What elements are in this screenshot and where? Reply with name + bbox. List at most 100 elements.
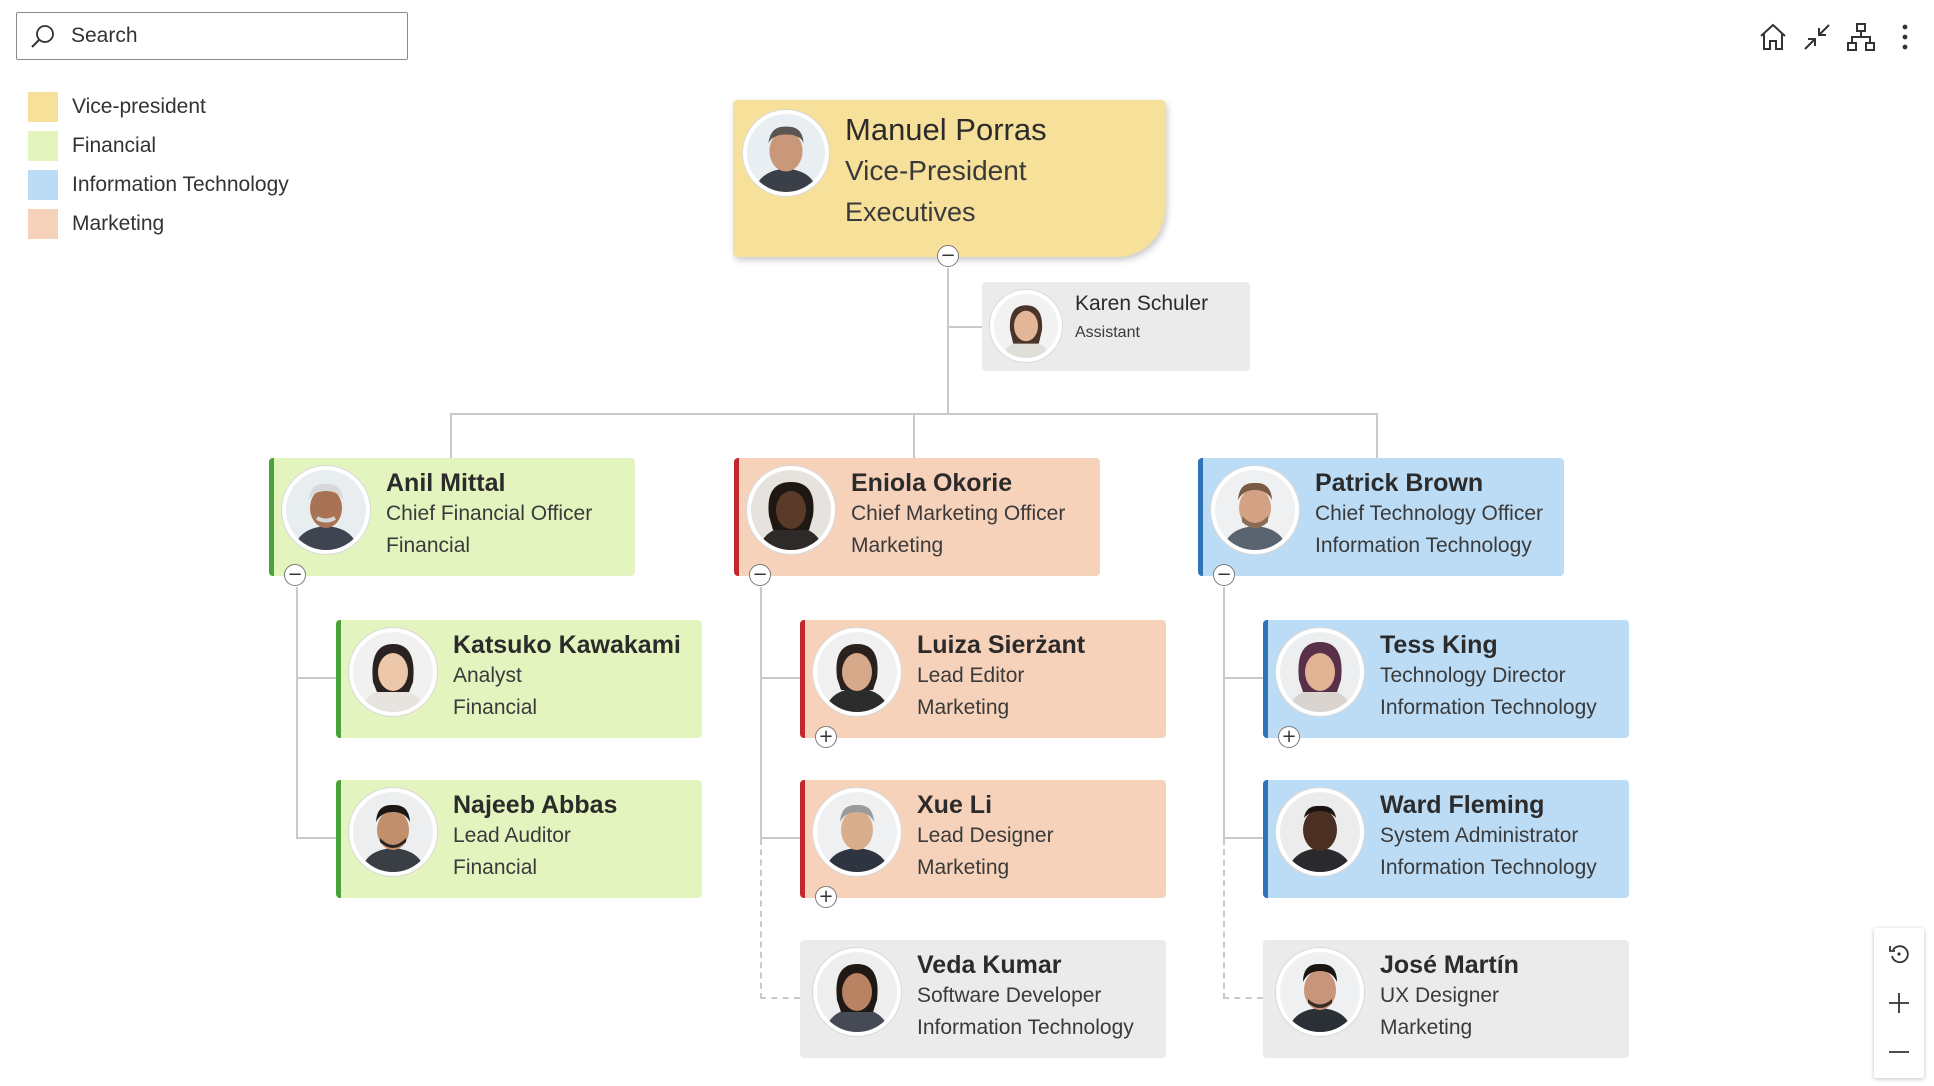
person-name: Xue Li [917,791,993,819]
person-title: Chief Marketing Officer [851,502,1066,525]
person-name: Tess King [1380,631,1498,659]
avatar [747,466,835,554]
node-najeeb-abbas[interactable]: Najeeb Abbas Lead Auditor Financial [336,780,702,898]
node-text: Xue Li Lead Designer Marketing [917,790,1054,884]
home-button[interactable] [1754,18,1792,56]
collapse-toggle[interactable]: − [1213,564,1235,586]
person-name: Manuel Porras [845,112,1047,147]
node-text: Manuel Porras Vice-President Executives [845,110,1047,232]
connector [296,837,336,839]
collapse-toggle[interactable]: − [749,564,771,586]
node-jose-martin[interactable]: José Martín UX Designer Marketing [1263,940,1629,1058]
expand-toggle[interactable]: + [815,726,837,748]
person-name: Anil Mittal [386,469,506,497]
connector [1223,837,1263,839]
node-katsuko-kawakami[interactable]: Katsuko Kawakami Analyst Financial [336,620,702,738]
avatar [1276,788,1364,876]
person-name: Najeeb Abbas [453,791,618,819]
legend-item-vice-president: Vice-president [28,91,206,123]
person-title: Lead Editor [917,664,1025,687]
connector [450,413,452,458]
node-anil-mittal[interactable]: Anil Mittal Chief Financial Officer Fina… [269,458,635,576]
toggle-glyph: − [940,245,956,266]
legend-label: Marketing [72,212,165,235]
person-title: UX Designer [1380,984,1500,1007]
connector [760,997,800,999]
connector [1376,413,1378,458]
legend-label: Financial [72,134,157,157]
connector [947,326,982,328]
toggle-glyph: − [287,564,303,585]
node-luiza-sierzant[interactable]: Luiza Sierżant Lead Editor Marketing [800,620,1166,738]
person-name: Ward Fleming [1380,791,1545,819]
person-title: Chief Financial Officer [386,502,593,525]
connector [1223,587,1225,839]
zoom-in-button[interactable] [1874,979,1924,1027]
legend-item-marketing: Marketing [28,208,164,240]
person-department: Executives [845,197,976,227]
legend-item-information-technology: Information Technology [28,169,289,201]
person-title: Assistant [1075,324,1140,341]
toggle-glyph: − [1216,564,1232,585]
avatar [1276,948,1364,1036]
connector [760,587,762,839]
node-text: Eniola Okorie Chief Marketing Officer Ma… [851,468,1065,562]
node-patrick-brown[interactable]: Patrick Brown Chief Technology Officer I… [1198,458,1564,576]
toggle-glyph: + [818,726,834,747]
connector [296,677,336,679]
collapse-button[interactable] [1798,18,1836,56]
org-chart-icon [1847,23,1875,51]
person-name: Patrick Brown [1315,469,1484,497]
person-title: Technology Director [1380,664,1566,687]
person-title: Analyst [453,664,522,687]
avatar [282,466,370,554]
person-department: Information Technology [1380,696,1597,719]
zoom-controls [1874,928,1924,1078]
expand-toggle[interactable]: + [815,886,837,908]
search-box[interactable] [16,12,408,60]
zoom-out-icon [1889,1051,1909,1053]
person-name: Karen Schuler [1075,292,1209,315]
layout-button[interactable] [1842,18,1880,56]
person-department: Information Technology [1315,534,1532,557]
collapse-icon [1804,24,1830,50]
toggle-glyph: + [818,886,834,907]
node-tess-king[interactable]: Tess King Technology Director Informatio… [1263,620,1629,738]
person-department: Marketing [1380,1016,1473,1039]
person-department: Marketing [917,696,1010,719]
node-text: José Martín UX Designer Marketing [1380,950,1519,1044]
person-name: Katsuko Kawakami [453,631,681,659]
reset-view-button[interactable] [1874,930,1924,978]
more-button[interactable] [1886,18,1924,56]
node-text: Ward Fleming System Administrator Inform… [1380,790,1597,884]
collapse-toggle[interactable]: − [937,245,959,267]
connector [296,587,298,839]
node-ward-fleming[interactable]: Ward Fleming System Administrator Inform… [1263,780,1629,898]
person-name: Luiza Sierżant [917,631,1086,659]
legend-swatch [28,209,58,239]
node-xue-li[interactable]: Xue Li Lead Designer Marketing [800,780,1166,898]
toggle-glyph: − [752,564,768,585]
legend-item-financial: Financial [28,130,156,162]
node-text: Luiza Sierżant Lead Editor Marketing [917,630,1085,724]
zoom-out-button[interactable] [1874,1028,1924,1076]
expand-toggle[interactable]: + [1278,726,1300,748]
node-karen-schuler[interactable]: Karen Schuler Assistant [982,282,1250,371]
avatar [813,628,901,716]
person-department: Information Technology [1380,856,1597,879]
node-eniola-okorie[interactable]: Eniola Okorie Chief Marketing Officer Ma… [734,458,1100,576]
collapse-toggle[interactable]: − [284,564,306,586]
node-veda-kumar[interactable]: Veda Kumar Software Developer Informatio… [800,940,1166,1058]
node-text: Katsuko Kawakami Analyst Financial [453,630,681,724]
legend-label: Vice-president [72,95,206,118]
person-title: Lead Auditor [453,824,571,847]
node-text: Tess King Technology Director Informatio… [1380,630,1597,724]
avatar [813,948,901,1036]
node-text: Karen Schuler Assistant [1075,288,1208,346]
person-title: Software Developer [917,984,1102,1007]
node-manuel-porras[interactable]: Manuel Porras Vice-President Executives [733,100,1165,257]
person-department: Financial [386,534,471,557]
search-input[interactable] [69,21,389,51]
search-icon [29,23,57,51]
person-name: José Martín [1380,951,1519,979]
